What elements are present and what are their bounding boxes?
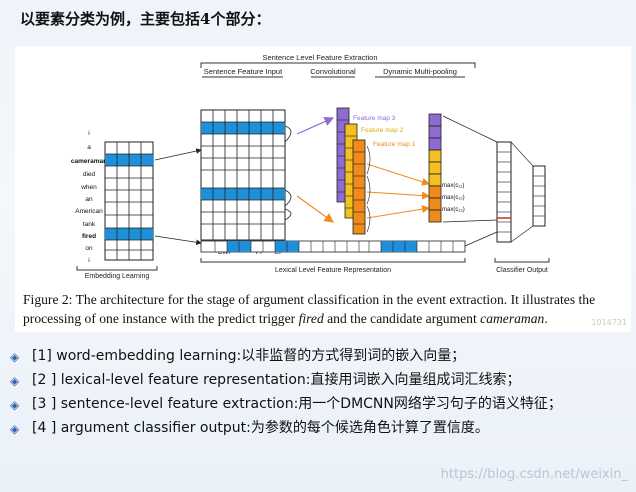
feature-map-1 — [352, 139, 366, 235]
bullet-diamond-icon: ◈ — [10, 422, 20, 436]
word-label: an — [85, 196, 93, 203]
figure-caption: Figure 2: The architecture for the stage… — [23, 290, 623, 328]
bullet-diamond-icon: ◈ — [10, 374, 20, 388]
word-label: American — [75, 208, 103, 215]
word-label: i — [88, 130, 89, 137]
cwf-label: CWF — [218, 249, 233, 256]
word-label: fired — [82, 233, 96, 240]
caption-argument: cameraman — [480, 311, 545, 326]
convolutional-label: Convolutional — [310, 67, 356, 76]
caption-end: . — [544, 311, 548, 326]
pooling-column — [428, 113, 442, 223]
caption-text-middle: and the candidate argument — [323, 311, 481, 326]
word-label: on — [85, 245, 93, 252]
bullet-text: [3 ] sentence-level feature extraction:用… — [32, 396, 562, 412]
concatenated-vector — [496, 141, 512, 243]
word-label: tank — [83, 221, 96, 228]
embedding-learning-label: Embedding Learning — [85, 273, 150, 280]
bullet-item: ◈ [1] word-embedding learning:以非监督的方式得到词… — [8, 347, 628, 366]
sentence-feature-matrix — [200, 109, 292, 241]
feature-map-1-label: Feature map 1 — [373, 141, 416, 148]
word-label: cameraman — [71, 158, 107, 165]
bullet-item: ◈ [3 ] sentence-level feature extraction… — [8, 395, 628, 414]
word-label: i — [88, 257, 89, 264]
pooling-label-2: max(c₁₂) — [442, 195, 465, 201]
word-list: i a cameraman died when an American tank… — [71, 130, 107, 264]
word-label: a — [87, 144, 91, 151]
lexical-level-label: Lexical Level Feature Representation — [275, 267, 391, 274]
diagram-header: Sentence Level Feature Extraction — [262, 53, 377, 62]
bullet-item: ◈ [2 ] lexical-level feature representat… — [8, 371, 628, 390]
bullet-text: [4 ] argument classifier output:为参数的每个候选… — [32, 420, 489, 436]
bullet-text: [1] word-embedding learning:以非监督的方式得到词的嵌… — [32, 348, 466, 364]
feature-map-2-label: Feature map 2 — [361, 127, 404, 134]
blog-watermark: https://blog.csdn.net/weixin_ — [440, 467, 628, 482]
caption-text: Figure 2: The architecture for the stage… — [23, 292, 596, 326]
dynamic-multi-pooling-label: Dynamic Multi-pooling — [383, 67, 457, 76]
ef-label: EF — [275, 249, 283, 256]
slide-title: 以要素分类为例，主要包括4个部分： — [20, 10, 271, 28]
architecture-figure: Sentence Level Feature Extraction Senten… — [15, 46, 631, 332]
embedding-matrix — [104, 141, 154, 261]
bullet-text: [2 ] lexical-level feature representatio… — [32, 372, 521, 388]
lexical-feature-row — [200, 240, 466, 253]
sentence-feature-input-label: Sentence Feature Input — [204, 67, 283, 76]
architecture-diagram: Sentence Level Feature Extraction Senten… — [71, 53, 550, 280]
bullet-item: ◈ [4 ] argument classifier output:为参数的每个… — [8, 419, 628, 438]
classifier-output-vector — [532, 165, 546, 227]
word-label: when — [80, 184, 97, 191]
feature-map-3-label: Feature map 3 — [353, 115, 396, 122]
pooling-label-1: max(c₁₁) — [442, 183, 464, 189]
pooling-label-3: max(c₁₃) — [442, 207, 465, 213]
bullet-list: ◈ [1] word-embedding learning:以非监督的方式得到词… — [8, 347, 628, 443]
bullet-diamond-icon: ◈ — [10, 350, 20, 364]
bullet-diamond-icon: ◈ — [10, 398, 20, 412]
caption-trigger: fired — [298, 311, 324, 326]
figure-id: 1014731 — [591, 318, 627, 327]
classifier-output-label: Classifier Output — [496, 267, 548, 274]
word-label: died — [83, 171, 96, 178]
pf-label: PF — [256, 249, 264, 256]
